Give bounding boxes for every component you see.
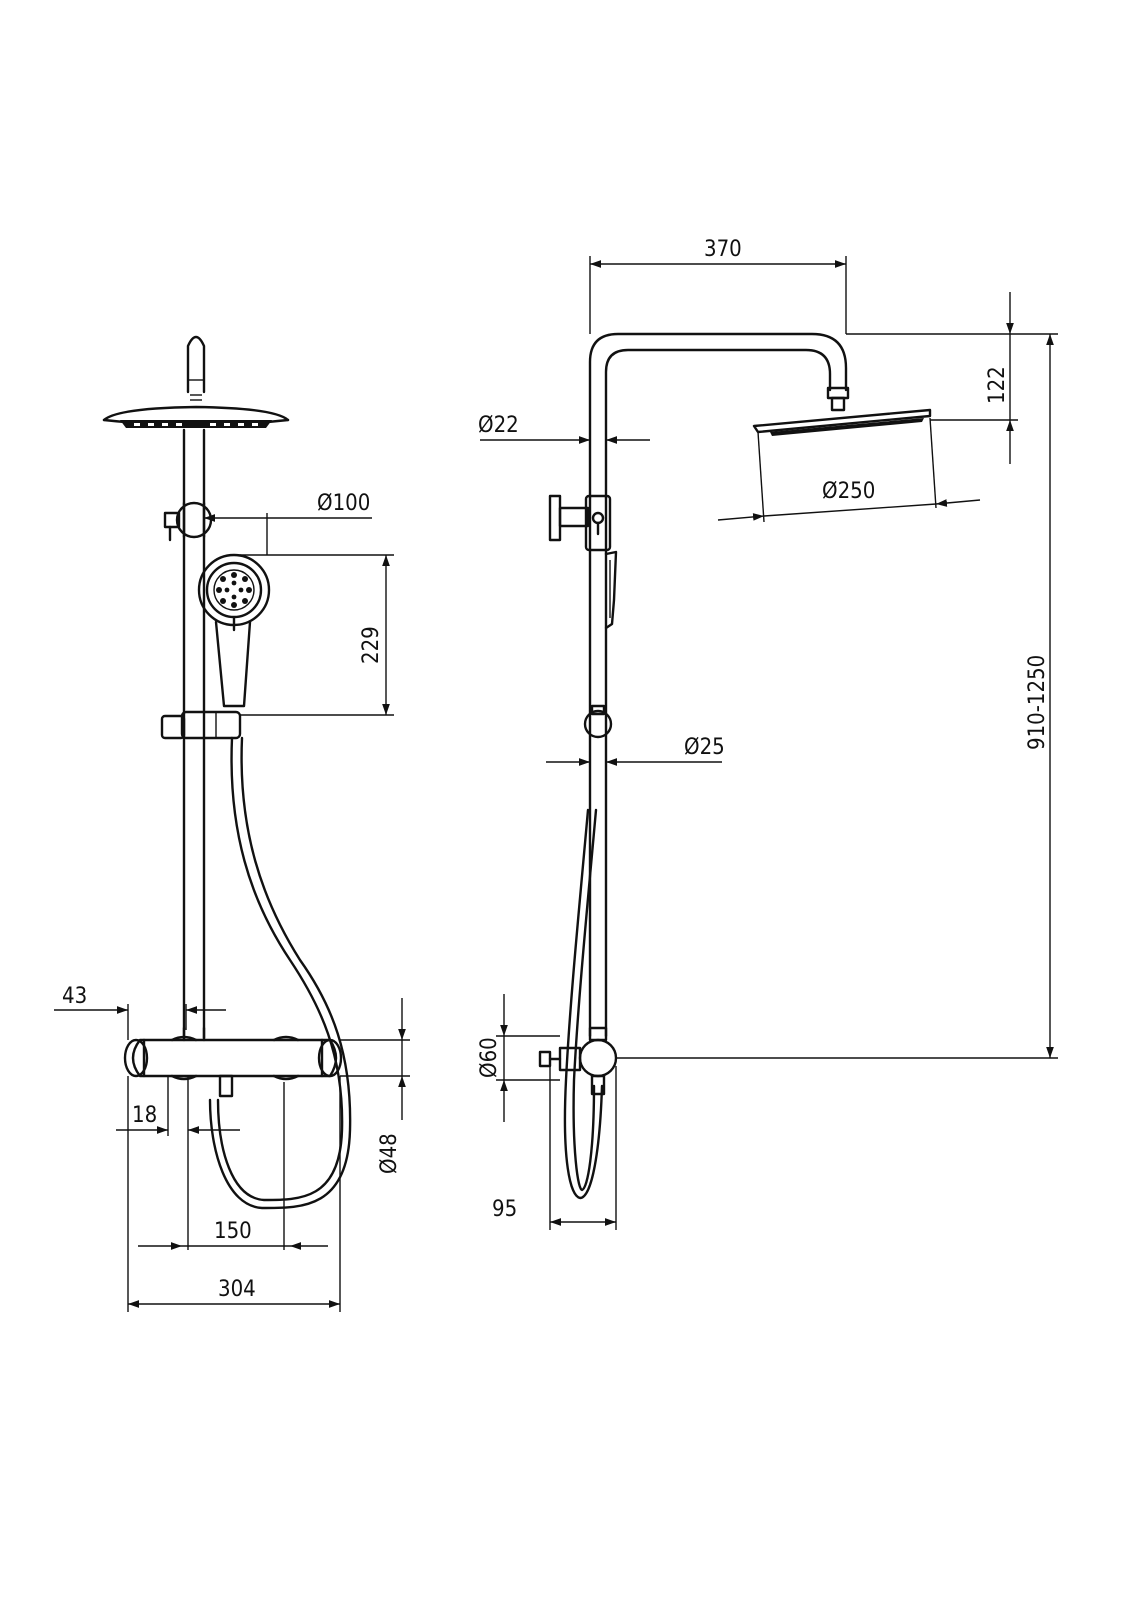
dim-inlet-offset: 18 <box>116 1076 240 1250</box>
diverter-clamp <box>163 501 213 542</box>
dim-knob-diameter: Ø60 <box>477 994 560 1122</box>
dim-showerhead-diameter-side: Ø250 <box>717 417 981 523</box>
dim-label: Ø25 <box>684 735 725 760</box>
dim-label: Ø250 <box>822 479 875 504</box>
dim-label: 150 <box>214 1219 252 1244</box>
dim-label: Ø100 <box>317 491 370 516</box>
dim-label: 18 <box>132 1103 157 1128</box>
dim-label: 43 <box>62 984 87 1009</box>
dim-label: 910-1250 <box>1025 655 1050 750</box>
side-view: 370 122 Ø22 Ø250 <box>477 237 1058 1230</box>
dim-height-range: 910-1250 <box>616 334 1058 1059</box>
dim-projection: 95 <box>492 1066 617 1230</box>
dim-inlet-spacing: 150 <box>138 1082 328 1250</box>
riser-pipe <box>182 428 206 1040</box>
dim-arm-reach: 370 <box>589 237 847 334</box>
dim-label: 95 <box>492 1197 517 1222</box>
overhead-showerhead <box>102 405 290 428</box>
dim-label: 229 <box>359 626 384 664</box>
dim-label: 122 <box>985 366 1010 404</box>
dim-pipe-upper: Ø22 <box>478 413 650 444</box>
top-pipe-cap <box>186 335 206 401</box>
overhead-showerhead-side <box>752 408 932 436</box>
mixer-side <box>538 1026 618 1096</box>
dim-label: Ø60 <box>477 1037 502 1078</box>
hand-shower-side <box>604 550 618 630</box>
shower-hose-side <box>563 808 604 1200</box>
hand-shower <box>197 553 271 708</box>
slider-holder-side <box>583 704 613 739</box>
shower-hose <box>208 736 352 1210</box>
dim-body-diameter: Ø48 <box>340 998 410 1174</box>
dim-wall-offset: 43 <box>54 984 226 1040</box>
dim-label: 304 <box>218 1277 256 1302</box>
dim-label: 370 <box>704 237 742 262</box>
slider-holder <box>160 710 242 740</box>
dim-handshower-height: 229 <box>240 554 394 716</box>
dim-total-width: 304 <box>127 1076 341 1312</box>
front-view: Ø100 229 43 18 <box>54 335 410 1312</box>
dim-pipe-lower: Ø25 <box>546 735 725 766</box>
mixer-body <box>123 1026 343 1098</box>
riser-pipe-side <box>588 496 608 1038</box>
overhead-arm <box>588 332 850 500</box>
diverter-knob-side <box>548 494 612 552</box>
dim-showerhead-diameter-front: Ø100 <box>204 491 372 555</box>
dim-head-drop: 122 <box>846 292 1058 464</box>
dim-label: Ø22 <box>478 413 519 438</box>
dim-label: Ø48 <box>377 1133 402 1174</box>
